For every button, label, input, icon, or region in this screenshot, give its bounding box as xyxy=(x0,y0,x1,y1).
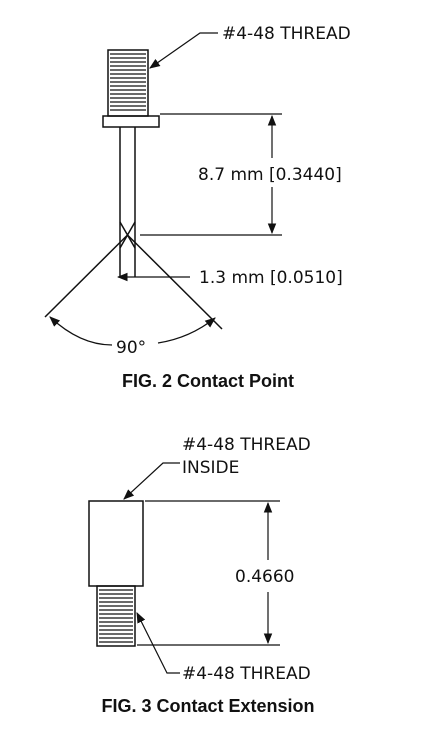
fig3-body xyxy=(88,500,144,587)
fig2-caption: FIG. 2 Contact Point xyxy=(122,371,294,391)
fig3-bottom-leader xyxy=(136,612,180,674)
fig2-length-label: 8.7 mm [0.3440] xyxy=(198,165,342,185)
fig3-contact-extension: #4-48 THREAD INSIDE 0.4660 #4-48 THREAD … xyxy=(88,435,315,716)
fig2-thread-label: #4-48 THREAD xyxy=(222,24,351,44)
fig3-thread-stud xyxy=(96,585,136,647)
fig3-inside-label-line1: #4-48 THREAD xyxy=(182,435,311,455)
fig3-inside-leader xyxy=(123,462,180,500)
fig2-thread-lines xyxy=(110,53,146,111)
fig2-angle-label: 90° xyxy=(116,338,146,358)
fig3-length-label: 0.4660 xyxy=(235,567,294,587)
fig2-diameter-label: 1.3 mm [0.0510] xyxy=(199,268,343,288)
fig3-inside-label-line2: INSIDE xyxy=(182,458,239,478)
fig3-caption: FIG. 3 Contact Extension xyxy=(101,696,314,716)
fig3-thread-lines xyxy=(99,589,133,643)
fig2-collar xyxy=(102,115,160,128)
fig3-bottom-label: #4-48 THREAD xyxy=(182,664,311,684)
fig2-thread-leader xyxy=(149,32,218,69)
fig2-contact-point: #4-48 THREAD 8.7 mm [0.3440] 1.3 mm [0.0… xyxy=(44,24,351,391)
fig2-angle-line-left xyxy=(44,234,129,318)
fig2-angle-arc-left xyxy=(49,316,113,346)
fig2-angle-line-right xyxy=(126,234,223,330)
fig2-angle-arc-right xyxy=(157,317,216,344)
